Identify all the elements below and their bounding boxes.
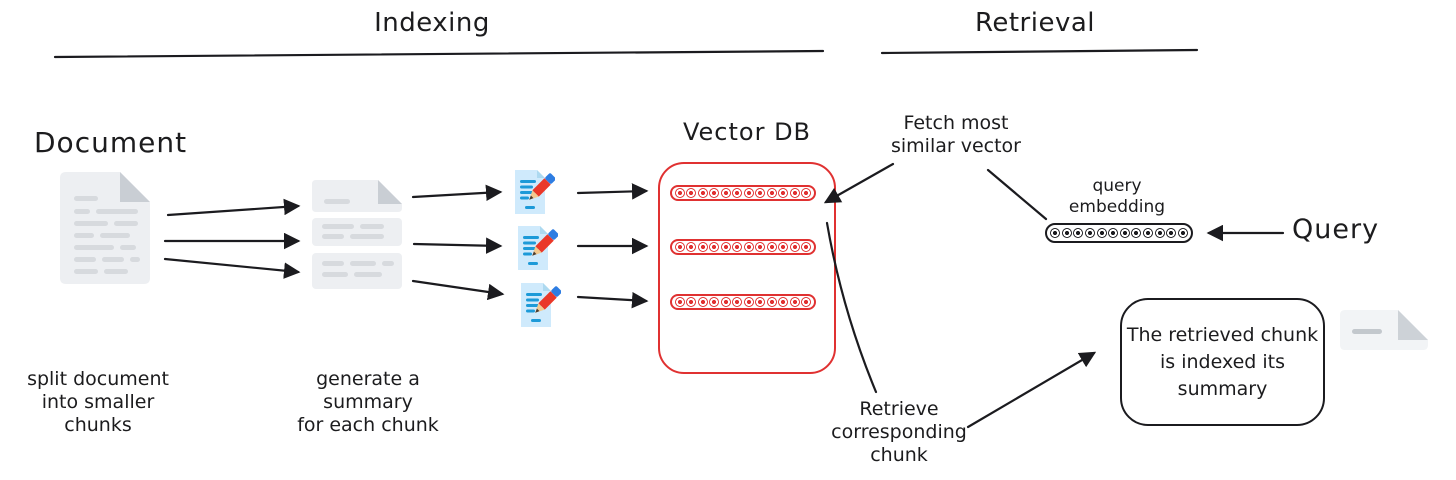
arrow-chunk-to-summary-1 — [411, 184, 503, 202]
vector-cell — [800, 297, 811, 307]
summary-note-with-pencil-icon — [515, 170, 555, 214]
query-embedding-label-line1: query — [1092, 176, 1142, 196]
vector-cell — [789, 297, 800, 307]
summary-caption: generate a summary for each chunk — [272, 368, 464, 437]
vector-cell — [697, 297, 708, 307]
vector-cell — [697, 188, 708, 198]
vector-cell — [686, 242, 697, 252]
retrieve-note-line2: corresponding — [831, 421, 967, 443]
vector-cell — [789, 242, 800, 252]
split-caption: split document into smaller chunks — [7, 368, 189, 437]
vector-cell — [1050, 228, 1060, 238]
vector-cell — [800, 242, 811, 252]
vector-cell — [1108, 228, 1119, 238]
result-box: The retrieved chunk is indexed its summa… — [1120, 298, 1325, 426]
chunk-piece-icon — [312, 180, 402, 212]
vector-cell — [709, 297, 720, 307]
vector-cell — [778, 242, 789, 252]
summary-note-with-pencil-icon — [521, 283, 561, 327]
vector-cell — [675, 242, 685, 252]
fetch-note: Fetch most similar vector — [880, 112, 1032, 158]
fetch-note-line1: Fetch most — [903, 112, 1009, 134]
vector-cell — [755, 188, 766, 198]
vector-cell — [755, 242, 766, 252]
vector-cell — [697, 242, 708, 252]
arrow-chunk-to-summary-3 — [411, 279, 505, 301]
retrieved-chunk-icon — [1340, 310, 1428, 350]
summary-caption-line2: for each chunk — [297, 414, 439, 436]
vector-cell — [743, 242, 754, 252]
vector-cell — [720, 188, 731, 198]
vector-row — [670, 239, 816, 255]
vector-cell — [720, 297, 731, 307]
vector-cell — [732, 297, 743, 307]
vector-cell — [686, 188, 697, 198]
arrow-summary-to-db-3 — [576, 291, 649, 309]
vector-cell — [732, 242, 743, 252]
arrow-doc-to-chunk-3 — [163, 257, 301, 279]
vector-cell — [709, 188, 720, 198]
fetch-note-line2: similar vector — [890, 135, 1021, 157]
vector-cell — [1166, 228, 1177, 238]
arrow-summary-to-db-1 — [576, 183, 649, 200]
vector-row — [670, 294, 816, 310]
vector-cell — [1154, 228, 1165, 238]
vector-cell — [1119, 228, 1130, 238]
indexing-section-title: Indexing — [374, 8, 490, 38]
vector-cell — [1084, 228, 1095, 238]
vector-cell — [800, 188, 811, 198]
arrow-fetch-to-db — [823, 162, 895, 204]
arrow-chunk-to-summary-2 — [412, 237, 503, 254]
split-caption-line1: split document — [27, 368, 169, 390]
retrieval-section-title: Retrieval — [974, 8, 1096, 38]
result-box-line3: summary — [1177, 377, 1268, 400]
query-label: Query — [1292, 214, 1380, 245]
vector-db-title: Vector DB — [682, 118, 812, 146]
vector-cell — [686, 297, 697, 307]
summary-caption-line1: generate a summary — [316, 368, 420, 413]
vector-cell — [675, 188, 685, 198]
vector-cell — [766, 242, 777, 252]
result-box-line1: The retrieved chunk — [1126, 323, 1319, 346]
vector-cell — [778, 297, 789, 307]
vector-cell — [675, 297, 685, 307]
vector-cell — [766, 188, 777, 198]
line-fetch-to-embedding — [986, 168, 1048, 221]
vector-cell — [709, 242, 720, 252]
vector-cell — [720, 242, 731, 252]
retrieve-note-line1: Retrieve — [859, 398, 939, 420]
vector-db-box — [658, 162, 836, 374]
arrow-retrieve-to-result-box — [966, 351, 1097, 429]
arrow-doc-to-chunk-1 — [166, 198, 301, 217]
vector-cell — [743, 297, 754, 307]
vector-cell — [1131, 228, 1142, 238]
vector-cell — [732, 188, 743, 198]
chunk-piece-icon — [312, 218, 402, 246]
summary-note-with-pencil-icon — [518, 226, 558, 270]
vector-cell — [1177, 228, 1188, 238]
vector-cell — [1143, 228, 1153, 238]
vector-cell — [789, 188, 800, 198]
split-caption-line2: into smaller chunks — [41, 391, 155, 436]
vector-cell — [1096, 228, 1107, 238]
chunk-piece-icon — [312, 253, 402, 289]
vector-cell — [755, 297, 766, 307]
indexing-underline — [53, 49, 825, 59]
query-embedding-label-line2: embedding — [1068, 197, 1166, 217]
vector-cell — [766, 297, 777, 307]
retrieve-note-line3: chunk — [870, 444, 928, 466]
vector-cell — [1061, 228, 1072, 238]
vector-cell — [743, 188, 754, 198]
result-box-line2: is indexed its — [1159, 350, 1286, 373]
retrieve-note: Retrieve corresponding chunk — [828, 398, 970, 467]
document-label: Document — [34, 126, 188, 159]
document-icon — [60, 172, 150, 284]
vector-cell — [778, 188, 789, 198]
query-embedding-label: query embedding — [1043, 176, 1191, 218]
vector-cell — [1073, 228, 1084, 238]
vector-row — [670, 185, 816, 201]
retrieval-underline — [880, 48, 1199, 55]
query-embedding-pill — [1045, 223, 1193, 243]
